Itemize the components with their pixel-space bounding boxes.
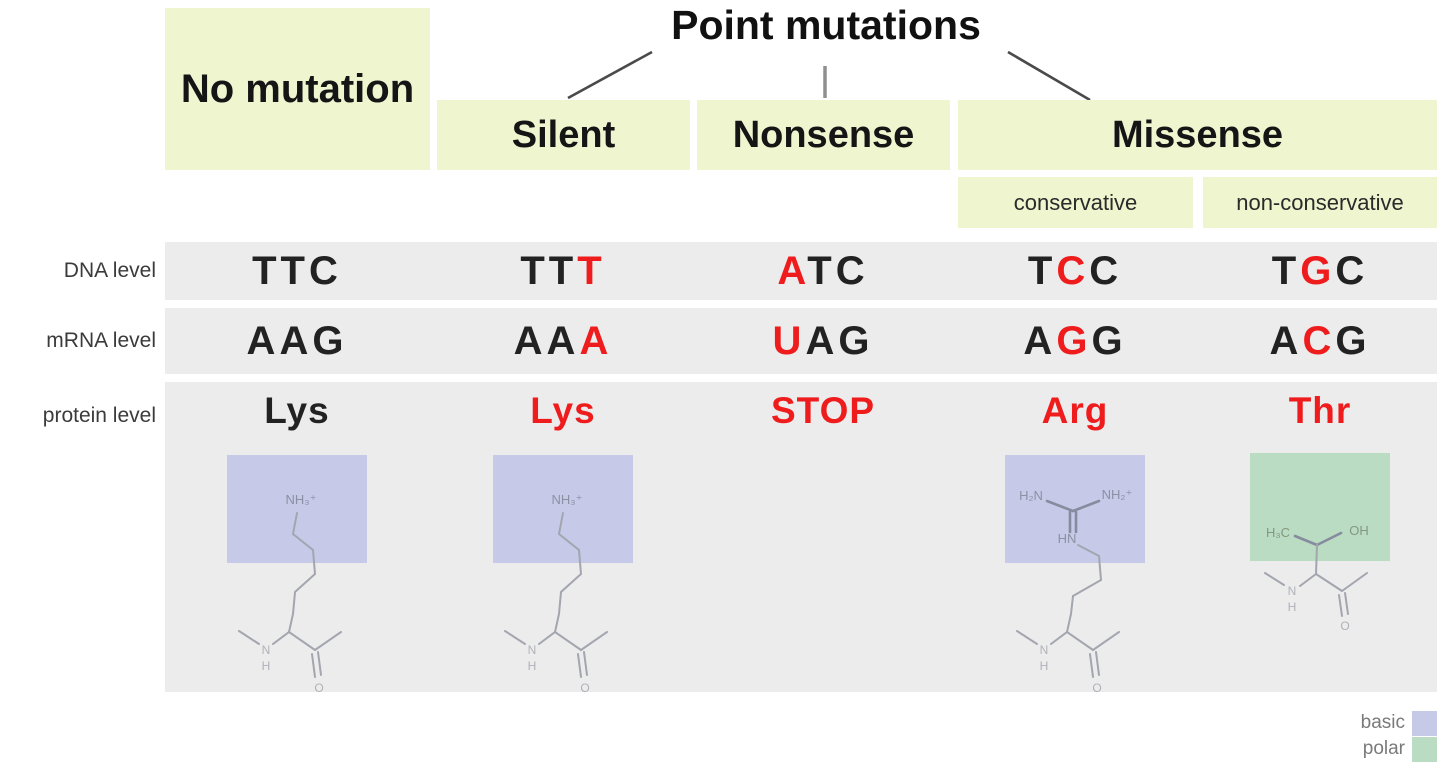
codon-letter: C: [1089, 249, 1123, 293]
protein-nonsense: STOP: [770, 390, 876, 431]
legend-item-basic: basic: [1361, 710, 1437, 736]
codon-letter: G: [1056, 319, 1092, 363]
protein-silent: Lys: [530, 390, 596, 431]
mrna-codon-no-mutation: AAG: [187, 308, 407, 374]
amine-group-label: NH₃⁺: [552, 492, 583, 507]
dna-level-band: [165, 242, 1437, 300]
connector-right: [1007, 50, 1091, 102]
protein-no-mutation: Lys: [264, 390, 330, 431]
codon-letter: T: [1027, 249, 1057, 293]
lysine-structure-no-mutation: NH₃⁺ N H O: [227, 455, 367, 695]
lysine-structure-silent: NH₃⁺ N H O: [493, 455, 633, 695]
legend-label-basic: basic: [1360, 712, 1405, 733]
mrna-level-band: [165, 308, 1437, 374]
nitrogen-label: N: [1040, 643, 1049, 657]
codon-letter: A: [1023, 319, 1057, 363]
legend: basic polar: [1361, 710, 1437, 762]
codon-letter: T: [548, 249, 578, 293]
protein-missense-conservative: Arg: [1041, 390, 1109, 431]
tree-connector-lines: [567, 50, 1091, 102]
legend-swatch-basic: [1412, 710, 1437, 736]
protein-missense-non-conservative: Thr: [1288, 390, 1352, 431]
dna-codon-nonsense: ATC: [713, 242, 933, 300]
codon-letter: A: [246, 319, 280, 363]
dna-codon-missense-non-conservative: TGC: [1210, 242, 1430, 300]
codon-letter: G: [312, 319, 348, 363]
dna-codon-missense-conservative: TCC: [965, 242, 1185, 300]
header-missense-conservative: conservative: [958, 177, 1193, 228]
nitrogen-label: N: [528, 643, 537, 657]
codon-letter: A: [513, 319, 547, 363]
connector-left: [567, 50, 653, 100]
row-label-dna-level: DNA level: [63, 259, 156, 282]
protein-level-band: [165, 382, 1437, 692]
row-label-protein-level: protein level: [42, 404, 156, 427]
diagram-title: Point mutations: [671, 2, 981, 48]
codon-letter: A: [279, 319, 313, 363]
codon-letter: T: [252, 249, 281, 293]
basic-highlight-box: [227, 455, 367, 563]
codon-letter: T: [1271, 249, 1301, 293]
codon-letter: G: [1091, 319, 1127, 363]
oxygen-label: O: [580, 681, 589, 695]
codon-letter: A: [579, 319, 613, 363]
threonine-structure-non-conservative: H₃C OH N H O: [1250, 453, 1390, 633]
codon-letter: T: [577, 249, 606, 293]
codon-letter: A: [546, 319, 580, 363]
hydrogen-label: H: [528, 659, 537, 673]
amine-left-label: H₂N: [1019, 488, 1043, 503]
header-nonsense: Nonsense: [697, 100, 950, 170]
amine-group-label: NH₃⁺: [286, 492, 317, 507]
codon-letter: C: [308, 249, 342, 293]
mrna-codon-missense-non-conservative: ACG: [1210, 308, 1430, 374]
oxygen-label: O: [1340, 619, 1349, 633]
nitrogen-label: N: [1288, 584, 1297, 598]
hydrogen-label: H: [262, 659, 271, 673]
amine-right-label: NH₂⁺: [1102, 487, 1133, 502]
header-no-mutation: No mutation: [165, 8, 430, 170]
legend-label-polar: polar: [1362, 738, 1405, 759]
codon-letter: T: [807, 249, 836, 293]
hydrogen-label: H: [1288, 600, 1297, 614]
basic-highlight-box: [493, 455, 633, 563]
codon-letter: G: [838, 319, 874, 363]
codon-letter: G: [1300, 249, 1336, 293]
mrna-codon-missense-conservative: AGG: [965, 308, 1185, 374]
nitrogen-label: N: [262, 643, 271, 657]
oxygen-label: O: [314, 681, 323, 695]
header-missense-non-conservative: non-conservative: [1203, 177, 1437, 228]
codon-letter: G: [1335, 319, 1371, 363]
hydrogen-label: H: [1040, 659, 1049, 673]
codon-letter: C: [1056, 249, 1090, 293]
codon-letter: A: [805, 319, 839, 363]
codon-letter: C: [1302, 319, 1336, 363]
imine-label: HN: [1058, 531, 1077, 546]
codon-letter: T: [280, 249, 309, 293]
dna-codon-silent: TTT: [453, 242, 673, 300]
header-missense: Missense: [958, 100, 1437, 170]
legend-swatch-polar: [1412, 736, 1437, 762]
codon-letter: C: [835, 249, 869, 293]
row-label-mrna-level: mRNA level: [46, 329, 156, 352]
header-silent: Silent: [437, 100, 690, 170]
mrna-codon-nonsense: UAG: [713, 308, 933, 374]
codon-letter: A: [1269, 319, 1303, 363]
codon-letter: T: [520, 249, 549, 293]
codon-letter: C: [1335, 249, 1369, 293]
codon-letter: A: [777, 249, 808, 293]
methyl-label: H₃C: [1266, 525, 1290, 540]
mrna-codon-silent: AAA: [453, 308, 673, 374]
codon-letter: U: [772, 319, 806, 363]
legend-item-polar: polar: [1361, 736, 1437, 762]
dna-codon-no-mutation: TTC: [187, 242, 407, 300]
oxygen-label: O: [1092, 681, 1101, 695]
arginine-structure-conservative: H₂N NH₂⁺ HN N H O: [1005, 455, 1145, 695]
hydroxyl-label: OH: [1349, 523, 1369, 538]
